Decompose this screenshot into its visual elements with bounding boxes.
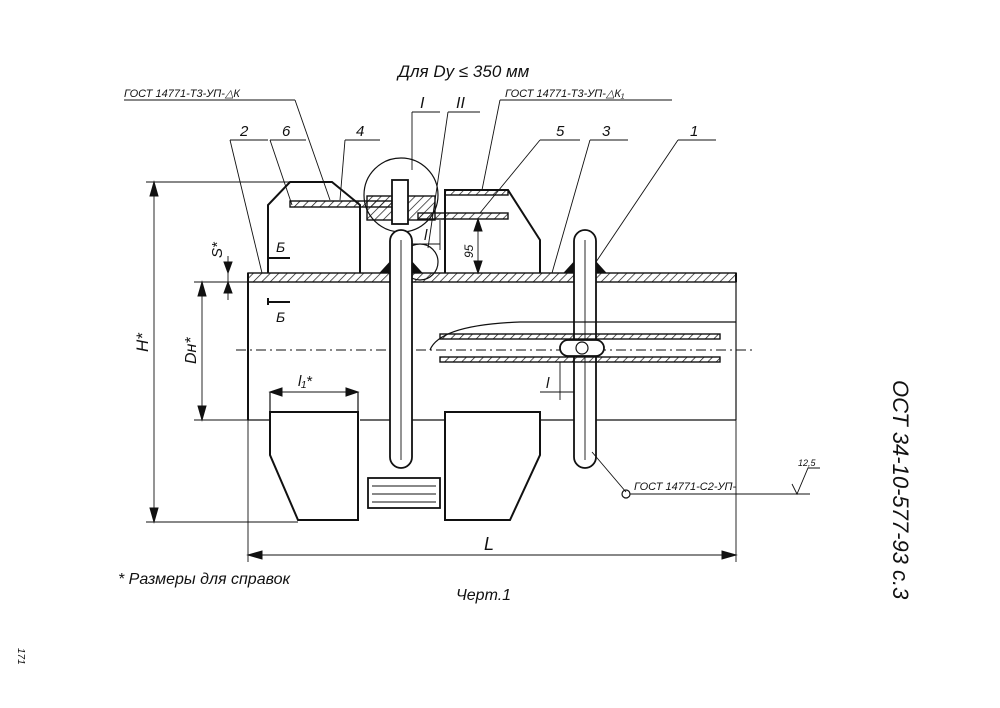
- corner-mark: 171: [15, 648, 26, 665]
- internal-plate-upper: [439, 333, 721, 340]
- internal-hub: [559, 339, 605, 357]
- pipe-wall-top: [247, 272, 737, 283]
- weld-right-b: [595, 260, 608, 274]
- doc-code: ОСТ 34-10-577-93 с.3: [888, 380, 913, 600]
- dim-L-arrow-right: [721, 550, 738, 560]
- dim-S-arrow-bottom: [223, 280, 233, 294]
- dim-L-arrow-left: [246, 550, 263, 560]
- note-top: Для Dy ≤ 350 мм: [396, 62, 530, 81]
- bolt: [391, 179, 409, 225]
- lower-shoe-right: [444, 411, 541, 521]
- leader-4: [339, 139, 346, 201]
- roughness-symbol: [791, 467, 820, 496]
- dim-l-lower-label: l: [546, 375, 550, 392]
- leader-6: [269, 139, 293, 206]
- dim-L-label: L: [484, 534, 494, 554]
- dim-H-label: H*: [133, 332, 152, 352]
- caption: Черт.1: [456, 587, 511, 604]
- internal-contour: [429, 321, 736, 351]
- leader-gost-left: [294, 99, 331, 201]
- callout-2: 2: [239, 123, 249, 140]
- view-II-label: II: [456, 95, 465, 112]
- dim-95-label: 95: [462, 244, 476, 258]
- callout-6: 6: [282, 123, 291, 140]
- dim-Dn-label: Dн*: [183, 337, 200, 364]
- callout-3: 3: [602, 123, 611, 140]
- dim-l1-arrow-right: [345, 387, 360, 397]
- internal-plate-lower: [439, 356, 721, 363]
- gost-left-label: ГОСТ 14771-Т3-УП-△К: [124, 88, 240, 100]
- dim-H-arrow-top: [149, 180, 159, 197]
- dim-Dn-arrow-top: [197, 280, 207, 297]
- weld-right-a: [562, 260, 575, 274]
- callout-5: 5: [556, 123, 565, 140]
- callout-1: 1: [690, 123, 698, 140]
- weld-left-b: [411, 260, 424, 274]
- gost-right-label: ГОСТ 14771-Т3-УП-△К₁: [505, 88, 625, 100]
- footnote: * Размеры для справок: [118, 571, 291, 588]
- dim-l1-label: l₁*: [298, 373, 313, 390]
- rod-left: [389, 229, 413, 469]
- gost-bottom-label: ГОСТ 14771-С2-УП-: [634, 481, 737, 493]
- dim-95-arrow-bottom: [473, 260, 483, 275]
- section-label-top: Б: [276, 239, 285, 255]
- leader-gost-right: [481, 99, 501, 191]
- dim-S-label: S*: [209, 241, 226, 258]
- leader-gost-bottom: [591, 451, 627, 493]
- leader-2: [229, 139, 263, 274]
- upper-shoe-right: [444, 189, 541, 273]
- dim-Dn-arrow-bottom: [197, 405, 207, 422]
- dim-l-upper-label: l: [424, 227, 428, 244]
- upper-shoe-left: [267, 181, 361, 273]
- upper-plate-top: [444, 189, 509, 196]
- leader-1: [595, 139, 679, 263]
- internal-pin: [575, 341, 589, 355]
- lower-bolt-stack: [367, 477, 441, 509]
- lower-shoe-left: [269, 411, 359, 521]
- dim-l1-arrow-left: [268, 387, 283, 397]
- leader-5: [479, 139, 541, 214]
- dim-S-arrow-top: [223, 261, 233, 275]
- leader-II: [427, 111, 449, 249]
- dim-95-arrow-top: [473, 217, 483, 232]
- leader-3: [551, 139, 591, 274]
- weld-left-a: [378, 260, 391, 274]
- roughness-value: 12,5: [798, 458, 817, 468]
- weld-circle-symbol: [621, 489, 631, 499]
- callout-4: 4: [356, 123, 364, 140]
- section-label-bottom: Б: [276, 309, 285, 325]
- dim-H-arrow-bottom: [149, 507, 159, 524]
- view-I-label: I: [420, 95, 425, 112]
